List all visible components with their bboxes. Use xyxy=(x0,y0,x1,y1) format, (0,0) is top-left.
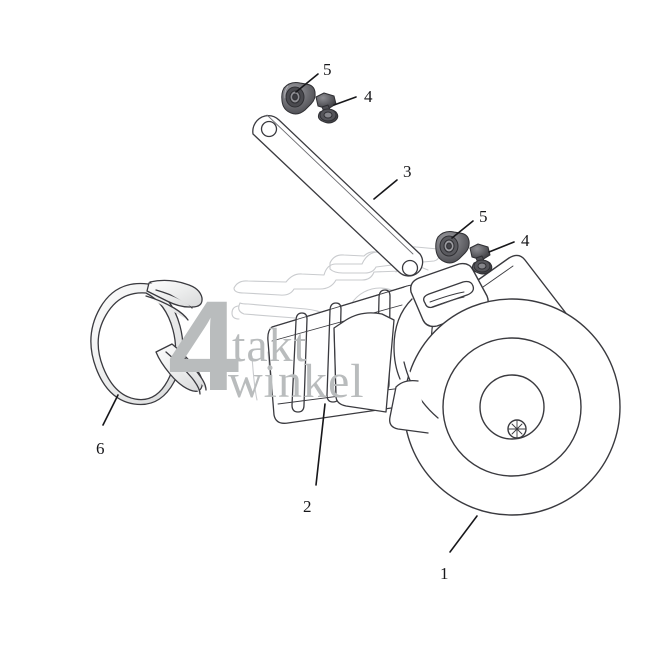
part-4-flange-bolt-lower xyxy=(469,243,493,275)
leader-2 xyxy=(315,403,326,486)
leader-5b xyxy=(451,220,474,239)
leader-3 xyxy=(373,179,398,200)
callout-label-5b: 5 xyxy=(479,207,488,226)
callout-label-5: 5 xyxy=(323,60,332,79)
part-4-flange-bolt-upper xyxy=(315,92,339,124)
part-5-flange-washer-lower xyxy=(435,231,470,264)
part-1-air-cleaner-housing xyxy=(389,254,621,516)
callout-label-3: 3 xyxy=(403,162,412,181)
callout-label-6: 6 xyxy=(96,439,105,458)
callout-label-1: 1 xyxy=(440,564,449,583)
leader-6 xyxy=(102,394,119,426)
callout-label-4: 4 xyxy=(364,87,373,106)
assembly-lower-left-flange xyxy=(333,312,395,413)
leader-5 xyxy=(295,73,319,93)
leader-4 xyxy=(333,96,357,106)
callout-label-4b: 4 xyxy=(521,231,530,250)
callout-leader-lines xyxy=(102,73,515,553)
part-3-mounting-bracket-strap xyxy=(252,114,424,277)
part-5-flange-washer-upper xyxy=(281,82,316,115)
leader-4b xyxy=(488,241,515,253)
callout-label-2: 2 xyxy=(303,497,312,516)
part-6-spring-hose-clamp xyxy=(90,279,207,406)
leader-1 xyxy=(449,515,478,553)
